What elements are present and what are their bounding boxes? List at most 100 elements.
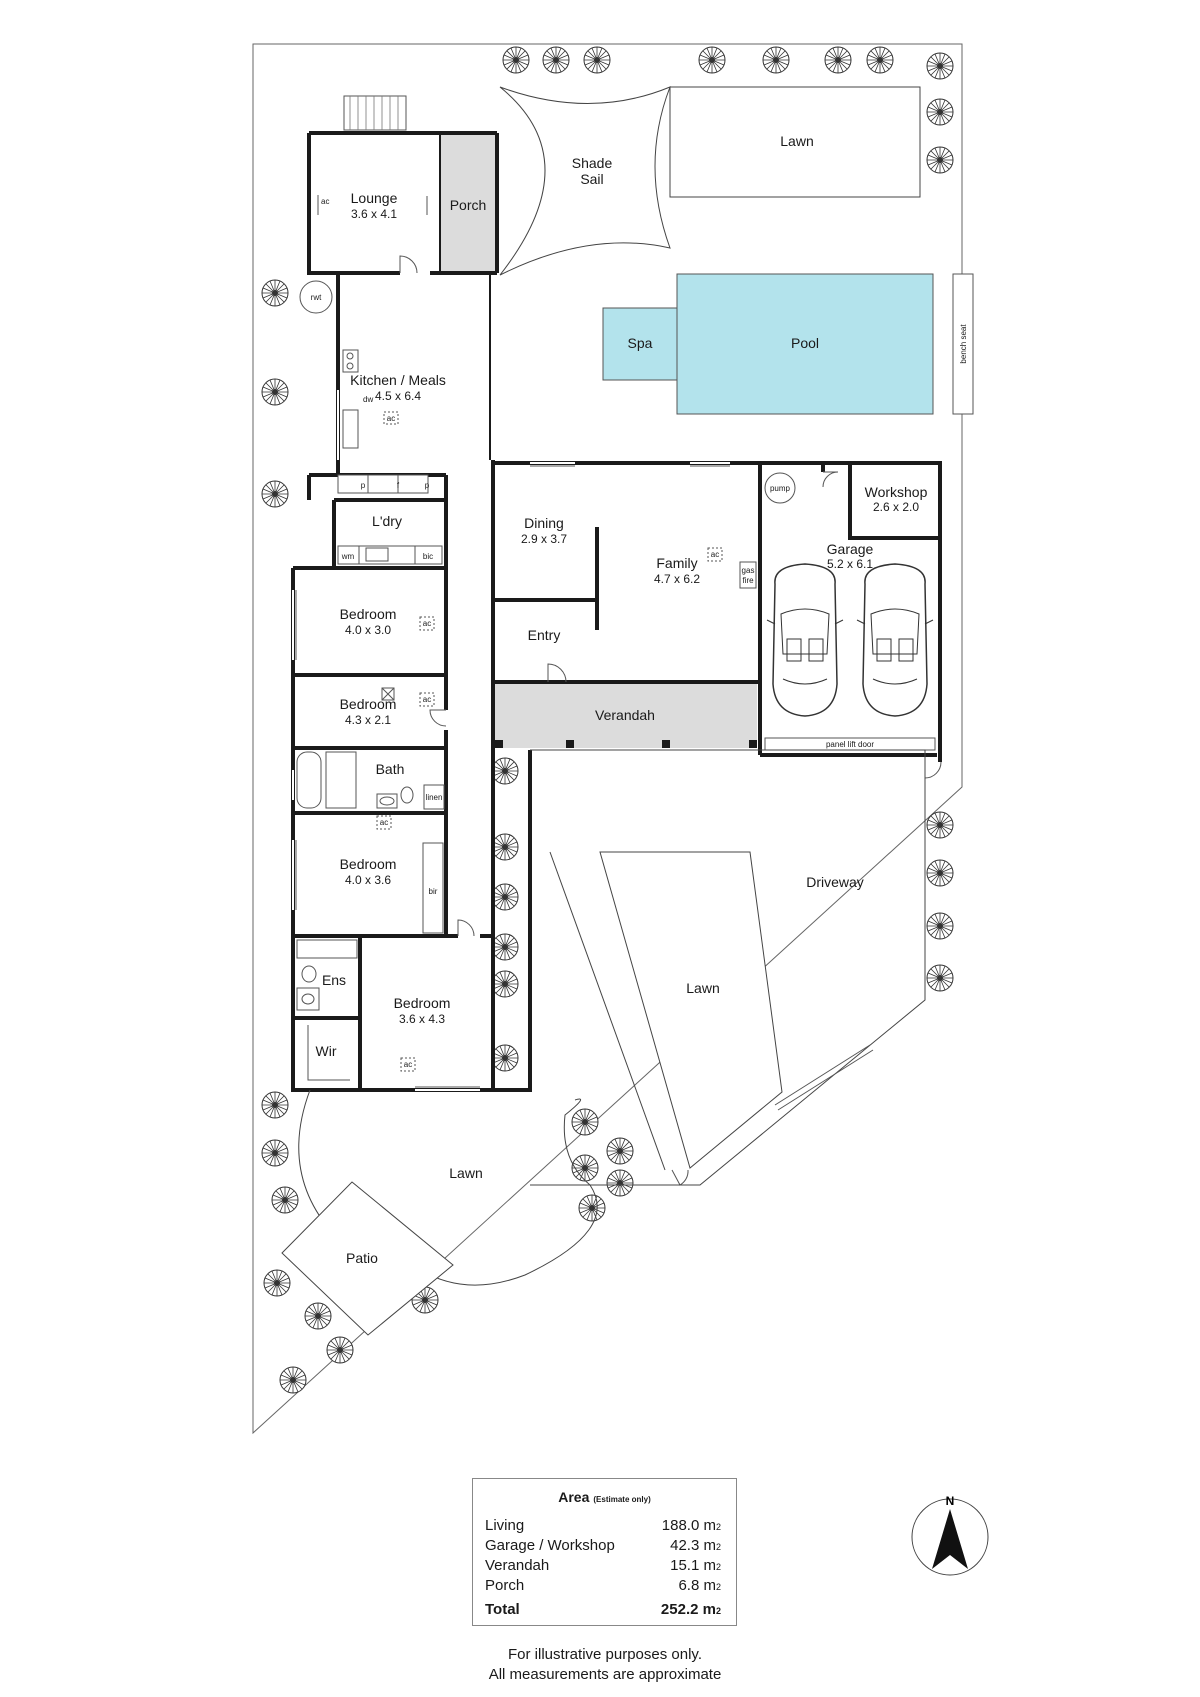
area-subtitle: (Estimate only): [593, 1495, 651, 1504]
lawn-top: [669, 86, 921, 198]
pool-label: Pool: [791, 335, 819, 351]
bed4-ac-label: ac: [404, 1060, 412, 1069]
washing-machine-label: wm: [341, 552, 355, 561]
workshop-size: 2.6 x 2.0: [873, 500, 919, 514]
dishwasher-label: dw: [363, 395, 373, 404]
kitchen-size: 4.5 x 6.4: [375, 389, 421, 403]
patio: [281, 1181, 454, 1336]
dining-label: Dining: [524, 515, 564, 531]
shower: [325, 751, 357, 809]
area-title: Area(Estimate only): [473, 1489, 736, 1505]
bedroom3-size: 4.0 x 3.6: [345, 873, 391, 887]
bedroom2-size: 4.3 x 2.1: [345, 713, 391, 727]
kitchen-label: Kitchen / Meals: [350, 372, 446, 388]
rwt-label: rwt: [311, 293, 322, 302]
bath-label: Bath: [376, 761, 405, 777]
dining-size: 2.9 x 3.7: [521, 532, 567, 546]
workshop-label: Workshop: [865, 484, 928, 500]
spa-label: Spa: [628, 335, 653, 351]
bedroom4-size: 3.6 x 4.3: [399, 1012, 445, 1026]
pantry-p-label: p: [361, 481, 366, 490]
bedroom2-label: Bedroom: [340, 696, 397, 712]
rainwater-tank: [299, 280, 333, 314]
laundry-label: L'dry: [372, 513, 402, 529]
area-row-porch: Porch 6.8 m2: [485, 1577, 721, 1597]
pantry-f-label: f: [397, 481, 400, 490]
garage-label: Garage: [827, 541, 874, 557]
lawn-bottom-label: Lawn: [449, 1165, 482, 1181]
garage-size: 5.2 x 6.1: [827, 557, 873, 571]
linen-label: linen: [426, 793, 443, 802]
lawn-middle: [599, 851, 783, 1169]
shade-sail: [499, 86, 671, 276]
pool-pump: [764, 472, 796, 504]
entry-label: Entry: [528, 627, 561, 643]
windows: [292, 390, 730, 1091]
bed2-ac-label: ac: [423, 695, 431, 704]
floor-plan: Shade Sail Lawn Spa Pool bench seat: [252, 43, 974, 1435]
area-total-label: Total: [485, 1601, 520, 1618]
area-row-label: Living: [485, 1517, 525, 1534]
porch-area: [440, 133, 497, 273]
verandah-area: [495, 681, 757, 748]
pantry-cupboards: [337, 474, 429, 494]
disclaimer: For illustrative purposes only. All meas…: [440, 1645, 770, 1685]
lounge-label: Lounge: [351, 190, 398, 206]
deck-steps: [343, 95, 407, 131]
area-row-verandah: Verandah 15.1 m2: [485, 1557, 721, 1577]
bed3-ac-label: ac: [380, 818, 388, 827]
bench-seat: [952, 273, 974, 415]
bedroom3-label: Bedroom: [340, 856, 397, 872]
area-row-garage: Garage / Workshop 42.3 m2: [485, 1537, 721, 1557]
north-compass-icon: N: [911, 1494, 989, 1576]
pantry-p2-label: p: [425, 481, 430, 490]
area-row-value: 15.1 m2: [670, 1557, 721, 1574]
area-table: Area(Estimate only) Living 188.0 m2 Gara…: [472, 1478, 737, 1626]
bir-label: bir: [429, 887, 438, 896]
area-row-total: Total 252.2 m2: [485, 1601, 721, 1621]
gas-fire-label-2: fire: [742, 576, 754, 585]
spa: [602, 307, 678, 381]
area-row-value: 42.3 m2: [670, 1537, 721, 1554]
porch-label: Porch: [450, 197, 487, 213]
shade-sail-label-2: Sail: [580, 171, 603, 187]
house-walls: [291, 131, 942, 1092]
area-row-value: 6.8 m2: [678, 1577, 721, 1594]
wir-label: Wir: [316, 1043, 337, 1059]
driveway: [530, 749, 926, 1186]
ensuite-label: Ens: [322, 972, 346, 988]
family-ac-label: ac: [711, 550, 719, 559]
bench-seat-label: bench seat: [959, 324, 968, 364]
kitchen-ac-label: ac: [387, 414, 395, 423]
shade-sail-label-1: Shade: [572, 155, 613, 171]
lawn-bottom: [298, 1089, 598, 1286]
car-icon-left: [766, 563, 844, 717]
area-row-living: Living 188.0 m2: [485, 1517, 721, 1537]
driveway-label: Driveway: [806, 874, 864, 890]
family-size: 4.7 x 6.2: [654, 572, 700, 586]
bathtub: [296, 751, 322, 809]
lounge-size: 3.6 x 4.1: [351, 207, 397, 221]
area-row-label: Garage / Workshop: [485, 1537, 615, 1554]
bedroom1-label: Bedroom: [340, 606, 397, 622]
lounge-ac-label: ac: [321, 197, 329, 206]
pump-label: pump: [770, 484, 791, 493]
bedroom1-size: 4.0 x 3.0: [345, 623, 391, 637]
car-icon-right: [856, 563, 934, 717]
area-row-label: Verandah: [485, 1557, 550, 1574]
laundry-bic-label: bic: [423, 552, 433, 561]
area-row-label: Porch: [485, 1577, 525, 1594]
family-label: Family: [656, 555, 697, 571]
gas-fire-label-1: gas: [742, 566, 755, 575]
lawn-middle-label: Lawn: [686, 980, 719, 996]
property-boundary: [252, 43, 963, 1435]
verandah-label: Verandah: [595, 707, 655, 723]
disclaimer-line-1: For illustrative purposes only.: [508, 1646, 702, 1663]
disclaimer-line-2: All measurements are approximate: [488, 1666, 722, 1683]
area-title-text: Area: [558, 1489, 590, 1505]
compass-north-label: N: [946, 1494, 955, 1508]
lawn-top-label: Lawn: [780, 133, 813, 149]
pool: [676, 273, 934, 415]
area-row-value: 188.0 m2: [661, 1517, 721, 1534]
bed1-ac-label: ac: [423, 619, 431, 628]
